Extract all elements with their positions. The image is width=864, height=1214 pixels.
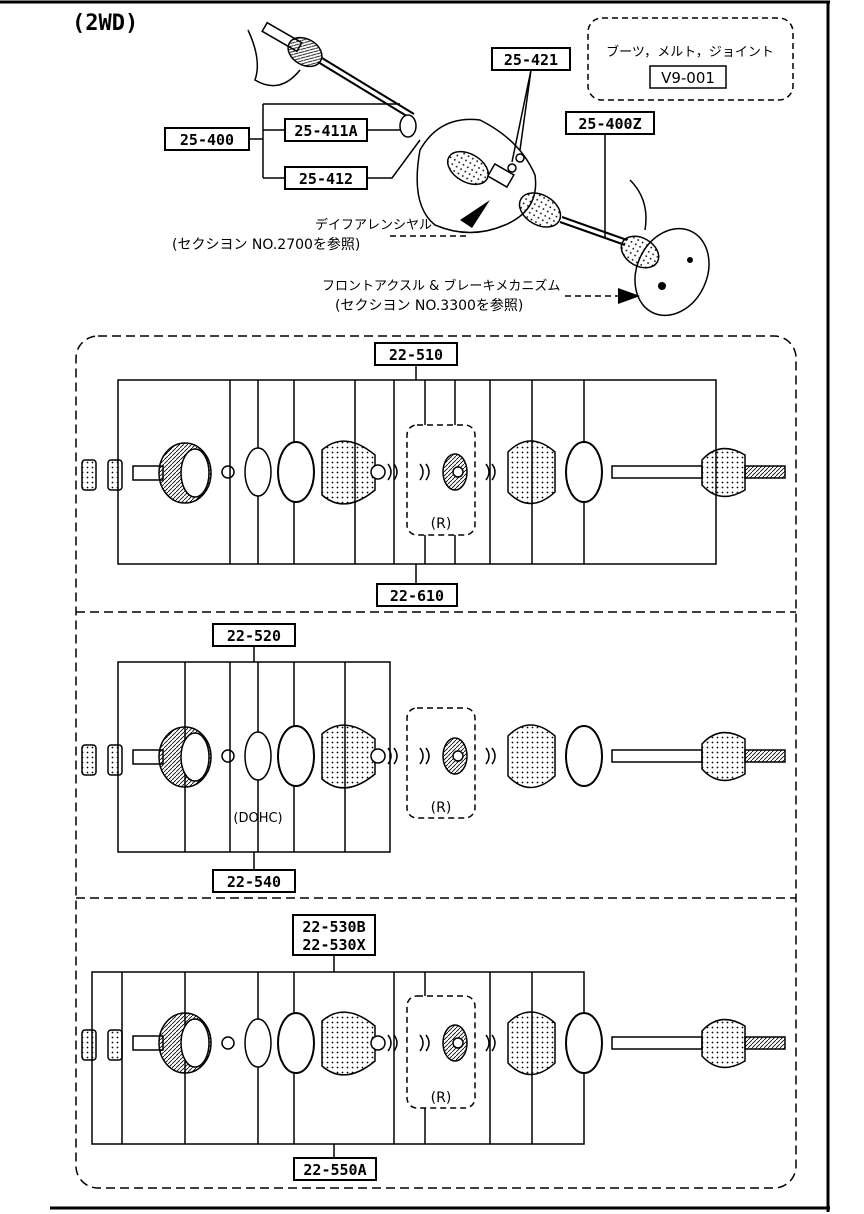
panel-2-bottom-code[interactable]: 22-540 <box>227 873 281 891</box>
panel-1-r-label: (R) <box>431 516 452 532</box>
panel-1-bottom-code[interactable]: 22-610 <box>390 587 444 605</box>
panel-1: 22-510 (R) 22-610 <box>81 342 786 607</box>
panel-2-bottom-code-box[interactable] <box>212 869 296 893</box>
code-box-25-400z[interactable] <box>565 111 655 135</box>
panel-3-top-code-1[interactable]: 22-530B <box>302 918 365 936</box>
front-axle-note-ref[interactable]: (セクシヨン NO.3300を参照) <box>335 297 523 314</box>
header-label: (2WD) <box>72 11 138 36</box>
panel-2-top-code[interactable]: 22-520 <box>227 627 281 645</box>
reference-box <box>587 17 794 101</box>
panel-1-bottom-code-box[interactable] <box>376 583 458 607</box>
panel-3-top-code-2[interactable]: 22-530X <box>302 936 365 954</box>
panel-2-r-label: (R) <box>431 800 452 816</box>
panel-3-parts <box>81 1011 786 1076</box>
front-axle-note-title: フロントアクスル & ブレーキメカニズム <box>322 278 560 294</box>
code-25-411a[interactable]: 25-411A <box>294 122 357 140</box>
panel-3-bottom-code-box[interactable] <box>293 1157 377 1181</box>
reference-code-box[interactable] <box>649 65 727 89</box>
code-25-412[interactable]: 25-412 <box>299 170 353 188</box>
reference-code[interactable]: V9-001 <box>661 69 715 87</box>
lower-panels-container <box>75 335 797 1189</box>
code-25-400[interactable]: 25-400 <box>180 131 234 149</box>
differential-note-ref[interactable]: (セクシヨン NO.2700を参照) <box>172 236 360 253</box>
panel-1-top-code[interactable]: 22-510 <box>389 346 443 364</box>
panel-3-r-label: (R) <box>431 1090 452 1106</box>
panel-3-bottom-code[interactable]: 22-550A <box>303 1161 366 1179</box>
code-25-421[interactable]: 25-421 <box>504 51 558 69</box>
panel-1-parts <box>81 440 786 505</box>
panel-2-parts <box>81 724 786 789</box>
code-25-400z[interactable]: 25-400Z <box>578 115 641 133</box>
reference-box-title: ブーツ，メルト，ジョイント <box>606 44 774 60</box>
panel-2: 22-520 (DOHC) (R) 22-540 <box>81 623 786 893</box>
panel-3: 22-530B 22-530X (R) 22-550A <box>81 914 786 1181</box>
panel-2-dohc-label: (DOHC) <box>233 811 282 826</box>
differential-note-title: デイフアレンシヤル <box>315 217 432 233</box>
panel-3-top-code-box[interactable] <box>292 914 376 956</box>
